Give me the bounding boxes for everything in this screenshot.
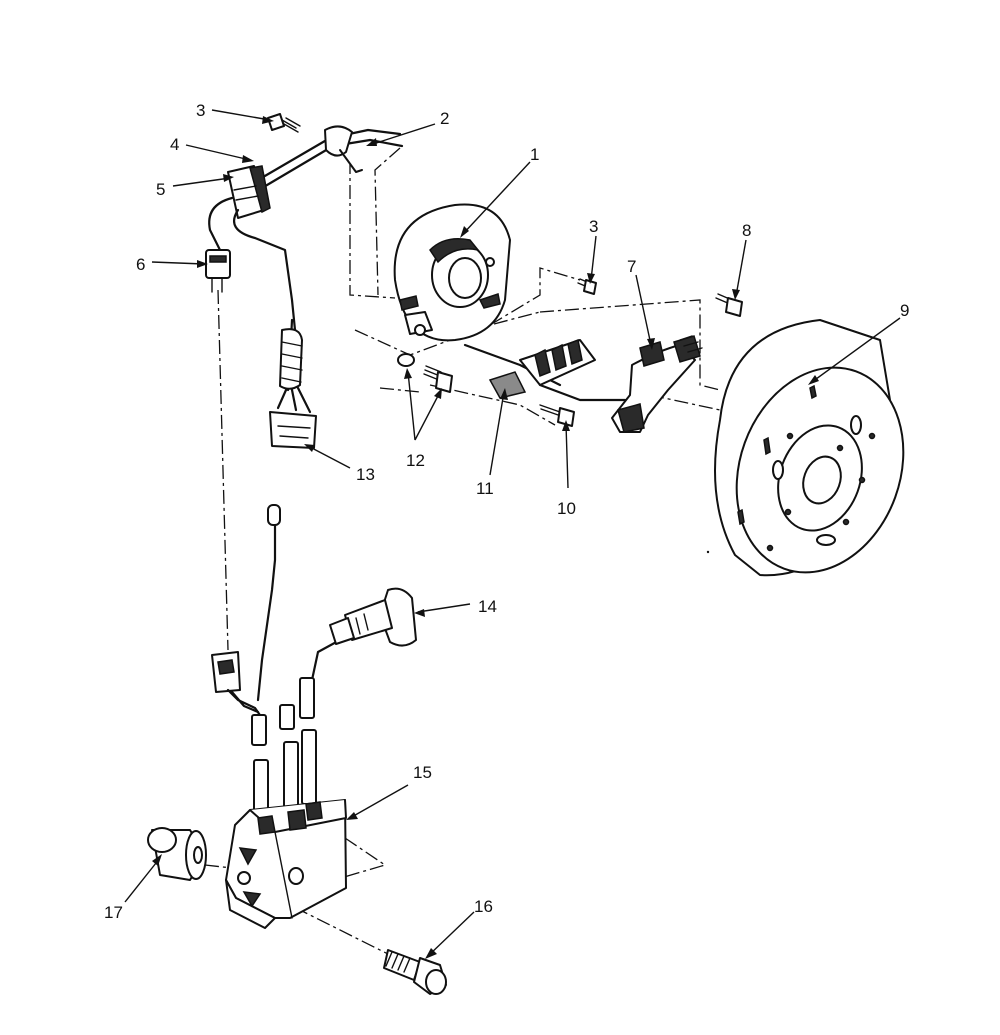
- screw-10: [539, 404, 575, 427]
- charging-coil: [611, 335, 703, 433]
- spark-plug-cap: [329, 587, 417, 647]
- mounting-screw-3-right: [577, 278, 597, 295]
- callout-10: 10: [557, 499, 576, 518]
- callout-3-right: 3: [589, 217, 598, 236]
- callout-1: 1: [530, 145, 539, 164]
- callout-13: 13: [356, 465, 375, 484]
- coil-connector: [211, 651, 264, 720]
- callout-12: 12: [406, 451, 425, 470]
- callout-9: 9: [900, 301, 909, 320]
- callout-2: 2: [440, 109, 449, 128]
- callout-4: 4: [170, 135, 179, 154]
- callout-15: 15: [413, 763, 432, 782]
- regulator: [208, 165, 297, 332]
- callout-7: 7: [627, 257, 636, 276]
- callout-6: 6: [136, 255, 145, 274]
- mounting-screw-8: [715, 293, 743, 317]
- alignment-lines: [204, 147, 721, 966]
- bushing: [147, 827, 207, 881]
- ignition-coil: [225, 799, 347, 929]
- screw-washer-12: [397, 353, 453, 393]
- callout-11: 11: [476, 479, 494, 498]
- mounting-screw-3-top: [267, 113, 301, 133]
- leader-lines: [124, 109, 901, 959]
- wire-clamp: [256, 125, 404, 190]
- connector-6: [205, 249, 231, 293]
- stray-mark: [706, 550, 710, 554]
- harness-13: [269, 318, 317, 449]
- callout-3-top: 3: [196, 101, 205, 120]
- flywheel: [714, 319, 905, 577]
- callout-17: 17: [104, 903, 123, 922]
- callout-16: 16: [474, 897, 493, 916]
- callout-labels: 1 2 3 3 4 5 6 7 8 9 10 11 12 13 14 15 16…: [104, 101, 909, 922]
- callout-8: 8: [742, 221, 751, 240]
- stator-plate: [393, 203, 511, 342]
- callout-14: 14: [478, 597, 497, 616]
- callout-5: 5: [156, 180, 165, 199]
- ignition-wires: [256, 504, 342, 702]
- boots: [251, 677, 317, 827]
- pulser-coil: [463, 338, 627, 402]
- bolt-16: [383, 949, 447, 995]
